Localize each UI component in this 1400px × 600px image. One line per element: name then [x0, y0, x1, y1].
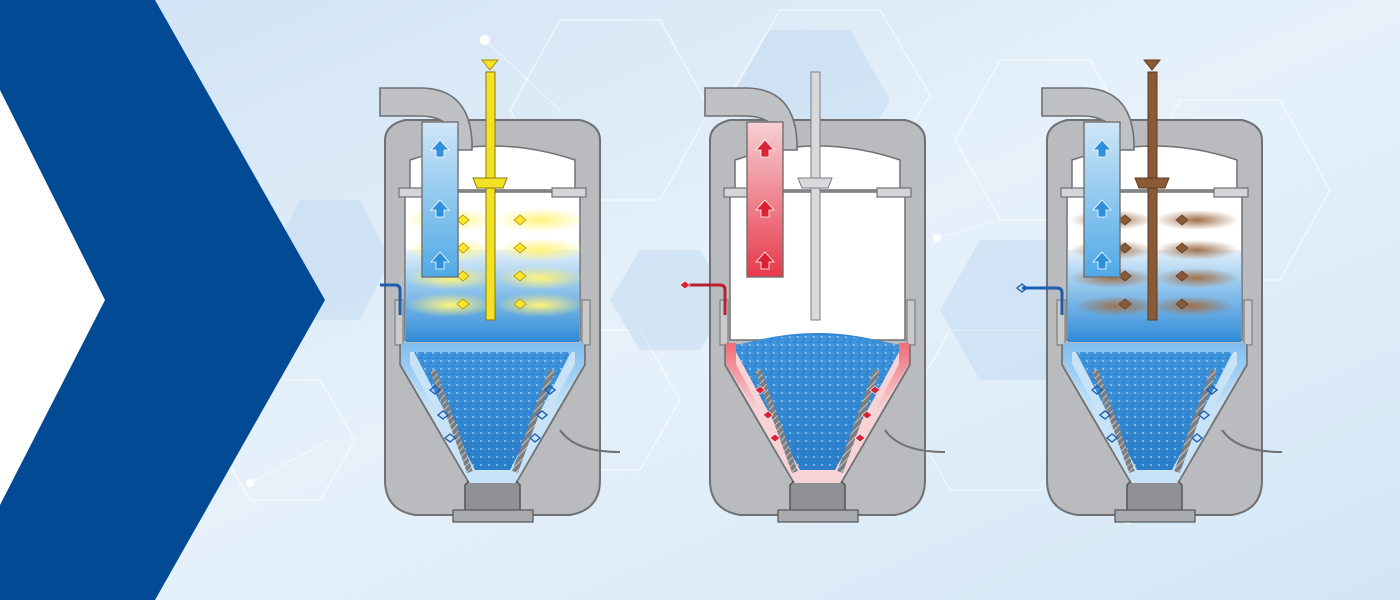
vessel-stage-1	[379, 59, 621, 523]
inlet-pipe	[685, 283, 727, 315]
inlet-pipe	[1022, 286, 1064, 315]
spray-nozzle	[485, 71, 496, 321]
spray-nozzle	[1147, 71, 1158, 321]
vessel-stage-2	[679, 71, 946, 523]
vessel-stage-3	[1016, 59, 1283, 523]
brand-chevron	[0, 0, 325, 600]
network-lines	[249, 39, 1001, 484]
inlet-pipe	[380, 283, 402, 315]
spray-nozzle	[810, 71, 821, 321]
air-outlet-column	[421, 121, 459, 278]
